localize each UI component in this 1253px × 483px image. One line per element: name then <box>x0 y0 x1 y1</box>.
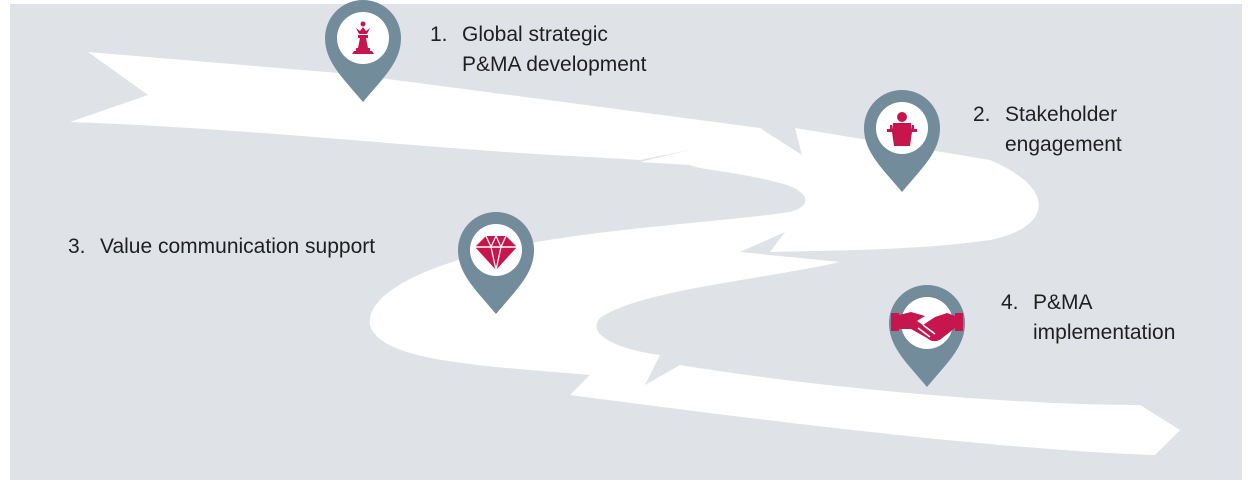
step-2-title-line2: engagement <box>1005 133 1122 156</box>
step-1-title-line1: Global strategic <box>462 23 608 46</box>
pin-2 <box>864 90 940 192</box>
step-2-title-line1: Stakeholder <box>1005 103 1118 126</box>
step-2-number: 2. <box>973 103 991 126</box>
pin-1 <box>325 0 401 102</box>
step-3-number: 3. <box>68 235 86 258</box>
speaker-podium-icon <box>887 112 917 146</box>
pin-3 <box>458 212 534 314</box>
pin-4 <box>889 285 965 387</box>
step-4-title-line1: P&MA <box>1033 291 1093 314</box>
diamond-icon <box>475 234 517 271</box>
step-4-label: 4. P&MA implementation <box>1001 288 1175 348</box>
chess-queen-icon <box>352 21 374 54</box>
step-3-label: 3. Value communication support <box>68 232 375 262</box>
handshake-icon <box>891 312 963 342</box>
step-4-title-line2: implementation <box>1033 321 1176 344</box>
step-3-title-line1: Value communication support <box>100 235 376 258</box>
step-1-title-line2: P&MA development <box>462 53 647 76</box>
step-4-number: 4. <box>1001 291 1019 314</box>
step-1-number: 1. <box>430 23 448 46</box>
step-2-label: 2. Stakeholder engagement <box>973 100 1122 160</box>
step-1-label: 1. Global strategic P&MA development <box>430 20 646 80</box>
